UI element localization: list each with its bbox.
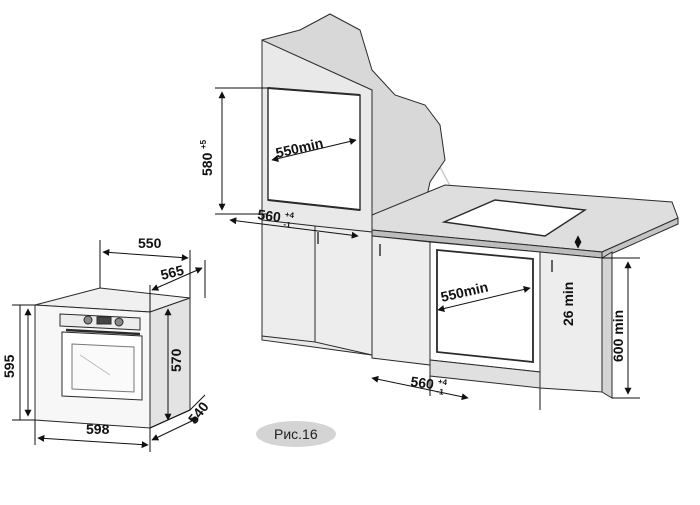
column-niche-width-label: 560 +4 -1: [257, 206, 296, 230]
column-lower-doors: [261, 219, 316, 343]
kitchen-counter: [371, 184, 679, 399]
door-handle: [65, 328, 141, 336]
column-niche-height-label: 580 +5: [199, 139, 215, 176]
column-cabinet: [261, 13, 446, 356]
door-window: [71, 343, 135, 393]
display-icon: [96, 316, 112, 325]
svg-text:-1: -1: [436, 387, 445, 397]
svg-text:+4: +4: [284, 210, 295, 220]
svg-text:580: 580: [199, 152, 215, 176]
figure-caption: Рис.16: [256, 421, 336, 447]
gap-label: 26 min: [560, 282, 576, 326]
svg-text:+5: +5: [199, 139, 208, 149]
oven-width-label: 598: [86, 421, 110, 437]
control-knob-left-icon: [83, 315, 93, 325]
left-base-cabinet: [371, 235, 431, 366]
caption-pill: [256, 421, 336, 447]
svg-text:560: 560: [257, 206, 283, 225]
oven-top-width-label: 550: [138, 235, 162, 251]
oven-height-label: 595: [1, 354, 17, 378]
under-counter-width-label: 560 +4 -1: [410, 373, 449, 397]
base-height-label: 600 min: [610, 310, 626, 362]
oven-top-depth-label: 565: [159, 262, 186, 283]
caption-text: Рис.16: [274, 426, 318, 442]
oven-inner-height-label: 570: [168, 348, 184, 372]
cooktop-cutout: [441, 199, 588, 237]
dimensions: [12, 87, 640, 452]
control-knob-right-icon: [114, 317, 124, 327]
svg-text:560: 560: [410, 373, 436, 392]
oven: [34, 287, 191, 429]
svg-text:+4: +4: [437, 377, 448, 387]
svg-text:-1: -1: [283, 220, 292, 230]
